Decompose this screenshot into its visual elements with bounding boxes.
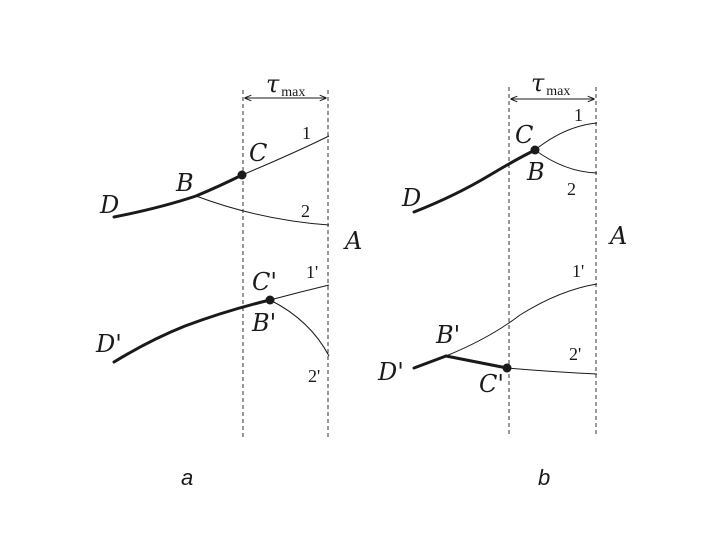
panel-a-label-B: B [175, 169, 194, 197]
panel-b-branch-1-prime [445, 283, 598, 357]
panel-a-label-C-prime: C' [252, 268, 277, 296]
panel-b-trajectory-D-prime-to-B-prime [412, 354, 448, 370]
panel-a-label-1-prime: 1' [306, 262, 318, 282]
panel-a-point-C-prime [265, 295, 275, 305]
panel-b-point-C [530, 145, 540, 155]
panel-a-branch-2 [195, 195, 330, 226]
panel-a-label-D: D [99, 191, 119, 219]
panel-b-label-1: 1 [574, 105, 583, 125]
panel-a-tau-subscript: max [281, 85, 305, 100]
panel-b-label-D: D [401, 184, 421, 212]
panel-b-label-C-prime: C' [479, 370, 504, 398]
panel-a-branch-2-prime [269, 299, 330, 357]
panel-a-label-C: C [249, 139, 267, 167]
panel-b-label-2-prime: 2' [569, 344, 581, 364]
panel-b-tau-subscript: max [546, 84, 570, 99]
panel-b-label-2: 2 [567, 179, 576, 199]
panel-a-trajectory-D-to-C [112, 173, 244, 219]
panel-a-branch-1 [241, 135, 330, 176]
panel-b-label-D-prime: D' [377, 358, 404, 386]
panel-a-caption: a [181, 465, 193, 490]
panel-a-label-B-prime: B' [251, 309, 276, 337]
panel-b-label-C: C [515, 121, 533, 149]
panel-a-tau-symbol: τ [266, 70, 280, 98]
panel-b-branch-2-prime [506, 367, 598, 375]
panel-a-label-1: 1 [302, 123, 311, 143]
panel-a-label-2: 2 [301, 201, 310, 221]
panel-b-branch-2 [534, 149, 598, 174]
panel-b-trajectory-D-to-C [412, 148, 537, 214]
panel-b-label-B-prime: B' [435, 321, 460, 349]
panel-a-label-D-prime: D' [95, 330, 122, 358]
label-A: A [343, 227, 362, 255]
panel-a-point-C [237, 170, 247, 180]
panel-a-branch-1-prime [269, 284, 330, 301]
panel-b-label-1-prime: 1' [572, 261, 584, 281]
panel-a-label-2-prime: 2' [308, 366, 320, 386]
panel-a-trajectory-D-prime-to-C-prime [112, 298, 272, 364]
panel-b-label-B: B [526, 158, 545, 186]
panel-b-caption: b [538, 465, 550, 490]
label-A-right: A [608, 222, 627, 250]
panel-b-trajectory-B-prime-to-C-prime [444, 354, 509, 370]
panel-b-point-C-prime [502, 363, 512, 373]
panel-b-tau-symbol: τ [531, 69, 545, 97]
panel-b-branch-1 [534, 122, 598, 151]
